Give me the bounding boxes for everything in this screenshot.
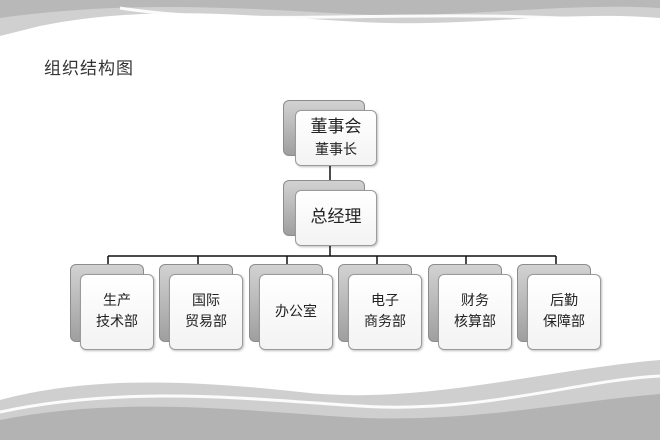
node-board-line2: 董事长 [315, 142, 357, 159]
node-board: 董事会 董事长 [283, 100, 379, 168]
dept-line1: 生产 [103, 293, 131, 309]
dept-line1: 国际 [192, 293, 220, 309]
top-wave-decoration [0, 0, 660, 36]
slide-title: 组织结构图 [44, 59, 134, 79]
node-dept-production: 生产 技术部 [70, 264, 156, 352]
dept-line1: 电子 [371, 293, 399, 309]
node-dept-trade: 国际 贸易部 [159, 264, 245, 352]
node-dept-finance: 财务 核算部 [428, 264, 514, 352]
node-general-manager-line1: 总经理 [310, 207, 362, 228]
dept-line2: 技术部 [96, 314, 138, 330]
node-dept-office: 办公室 [249, 264, 335, 352]
dept-line1: 财务 [461, 293, 489, 309]
node-board-line1: 董事会 [310, 116, 362, 137]
node-dept-ecommerce: 电子 商务部 [338, 264, 424, 352]
node-general-manager: 总经理 [283, 180, 379, 248]
node-dept-logistics: 后勤 保障部 [517, 264, 603, 352]
dept-line1: 后勤 [550, 293, 578, 309]
dept-line2: 保障部 [543, 314, 585, 330]
dept-line1: 办公室 [275, 303, 317, 320]
dept-line2: 贸易部 [185, 314, 227, 330]
bottom-wave-decoration [0, 360, 660, 440]
dept-line2: 核算部 [454, 314, 496, 330]
dept-line2: 商务部 [364, 314, 406, 330]
